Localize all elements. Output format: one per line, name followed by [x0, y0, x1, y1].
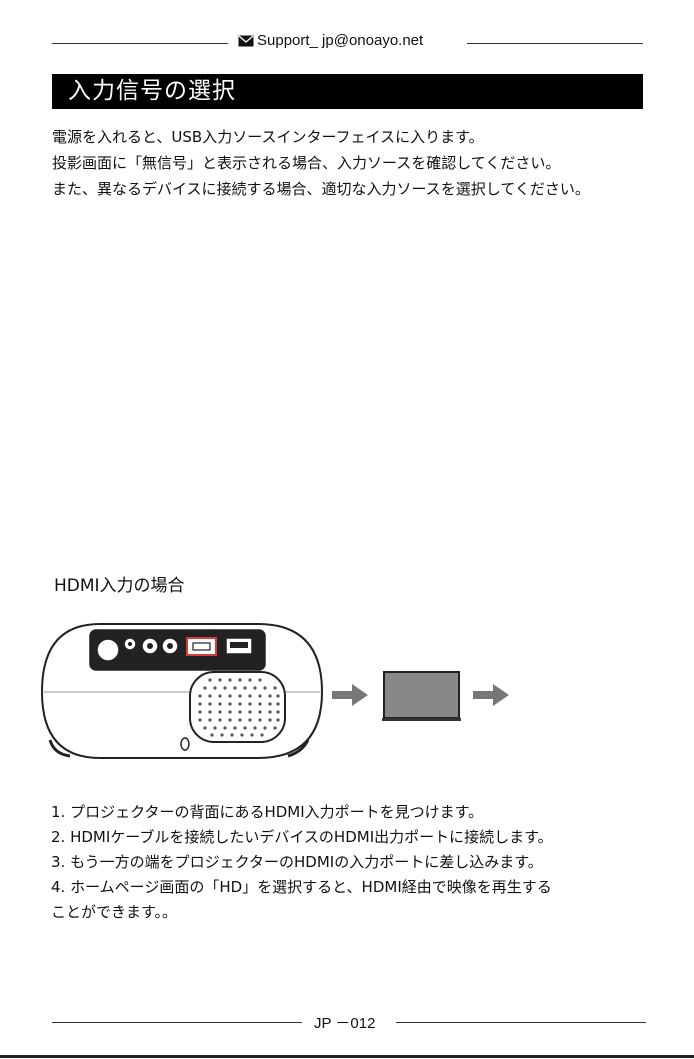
arrow-right-icon [332, 684, 368, 706]
page-number: JP －012 [314, 1015, 376, 1032]
hdmi-steps: 1. プロジェクターの背面にあるHDMI入力ポートを見つけます。 2. HDMI… [51, 800, 553, 925]
speaker-grille-dots [198, 678, 280, 737]
intro-text: 電源を入れると、USB入力ソースインターフェイスに入ります。 投影画面に「無信号… [52, 124, 590, 202]
monitor-icon [382, 671, 461, 721]
support-email[interactable]: Support_ jp@onoayo.net [257, 32, 424, 49]
intro-line: 電源を入れると、USB入力ソースインターフェイスに入ります。 [52, 128, 484, 146]
step-item: 2. HDMIケーブルを接続したいデバイスのHDMI出力ポートに接続します。 [51, 828, 553, 846]
header-rule-right [467, 43, 643, 44]
section-title: 入力信号の選択 [52, 74, 643, 109]
step-item: 3. もう一方の端をプロジェクターのHDMIの入力ポートに差し込みます。 [51, 853, 543, 871]
support-contact[interactable]: Support_ jp@onoayo.net [238, 32, 423, 49]
step-item: ことができます。。 [51, 903, 178, 921]
intro-line: 投影画面に「無信号」と表示される場合、入力ソースを確認してください。 [52, 154, 561, 172]
hdmi-connection-diagram [40, 623, 509, 759]
header-rule-left [52, 43, 228, 44]
arrow-right-icon [473, 684, 509, 706]
intro-line: また、異なるデバイスに接続する場合、適切な入力ソースを選択してください。 [52, 180, 590, 198]
step-item: 4. ホームページ画面の「HD」を選択すると、HDMI経由で映像を再生する [51, 878, 552, 896]
hdmi-heading: HDMI入力の場合 [54, 576, 185, 596]
bottom-border [0, 1055, 694, 1058]
footer-rule-right [396, 1022, 646, 1023]
projector-illustration [40, 623, 324, 759]
mail-icon [238, 35, 254, 46]
step-item: 1. プロジェクターの背面にあるHDMI入力ポートを見つけます。 [51, 803, 484, 821]
footer-rule-left [52, 1022, 302, 1023]
